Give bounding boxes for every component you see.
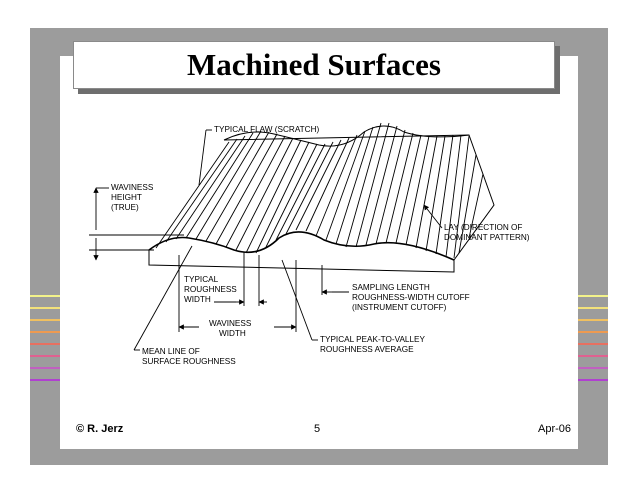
footer-page-number: 5 [314,423,321,435]
stripe [30,319,60,321]
flaw-leader [198,129,207,186]
label-waviness-height-2: HEIGHT [111,193,142,202]
stripe [30,367,60,369]
stripe [578,331,608,333]
label-roughness-width-3: WIDTH [184,295,211,304]
stripe [30,307,60,309]
label-waviness-width-1: WAVINESS [209,319,252,328]
stripe [578,379,608,381]
stripe [578,355,608,357]
label-roughness-width-2: ROUGHNESS [184,285,237,294]
label-sampling-3: (INSTRUMENT CUTOFF) [352,303,447,312]
label-waviness-height-3: (TRUE) [111,203,139,212]
waviness-height-dimension [89,187,184,261]
mean-line-leader [133,245,193,351]
machined-surface-diagram: WAVINESS HEIGHT (TRUE) TYPICAL FLAW (SCR… [89,122,530,366]
label-roughness-width-1: TYPICAL [184,275,219,284]
block-outline [223,134,495,261]
waviness-width-dimension [178,255,297,332]
roughness-width-dimension [214,252,267,306]
stripe [30,343,60,345]
stripe [30,355,60,357]
page-title: Machined Surfaces [186,47,441,82]
label-sampling-1: SAMPLING LENGTH [352,283,430,292]
decorative-stripes-right [578,295,608,395]
stripe [578,343,608,345]
label-mean-line-1: MEAN LINE OF [142,347,200,356]
label-flaw: TYPICAL FLAW (SCRATCH) [214,125,320,134]
footer-copyright: © R. Jerz [76,423,124,435]
slide-body [60,56,578,449]
lay-leader [423,204,443,229]
stripe [30,331,60,333]
sampling-length-dimension [321,265,349,295]
label-peak-valley-1: TYPICAL PEAK-TO-VALLEY [320,335,425,344]
decorative-stripes-left [30,295,60,395]
label-lay-1: LAY (DIRECTION OF [444,223,522,232]
footer-date: Apr-06 [538,423,572,435]
stripe [578,319,608,321]
label-sampling-2: ROUGHNESS-WIDTH CUTOFF [352,293,470,302]
peak-valley-leader [281,259,318,341]
stripe [578,307,608,309]
stripe [30,379,60,381]
label-lay-2: DOMINANT PATTERN) [444,233,530,242]
label-peak-valley-2: ROUGHNESS AVERAGE [320,345,414,354]
surface-block [148,125,495,273]
label-waviness-height-1: WAVINESS [111,183,154,192]
wave-profile [148,231,455,261]
label-waviness-width-2: WIDTH [219,329,246,338]
lay-hatching [155,122,484,259]
title-box: Machined Surfaces [73,41,555,89]
block-front [148,250,455,273]
stripe [578,367,608,369]
stripe [30,295,60,297]
label-mean-line-2: SURFACE ROUGHNESS [142,357,236,366]
stripe [578,295,608,297]
